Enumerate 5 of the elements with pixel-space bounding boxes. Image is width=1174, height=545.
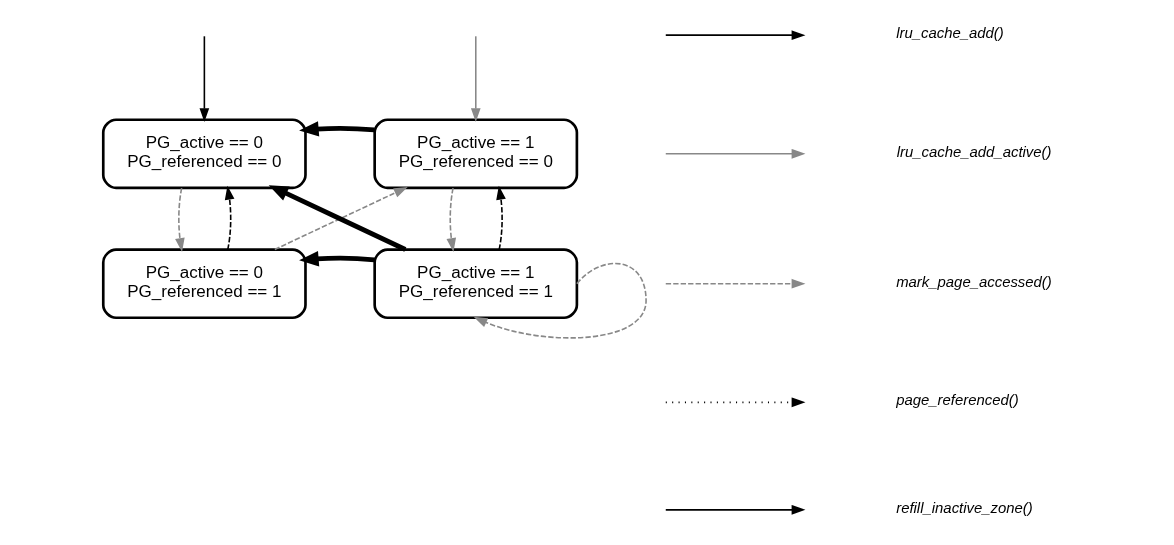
legend-label: lru_cache_add_active()	[896, 143, 1052, 160]
legend-label: lru_cache_add()	[896, 25, 1004, 42]
legend-label: refill_inactive_zone()	[896, 499, 1033, 516]
legend-label: mark_page_accessed()	[896, 273, 1052, 290]
legend-label: page_referenced()	[896, 392, 1019, 409]
